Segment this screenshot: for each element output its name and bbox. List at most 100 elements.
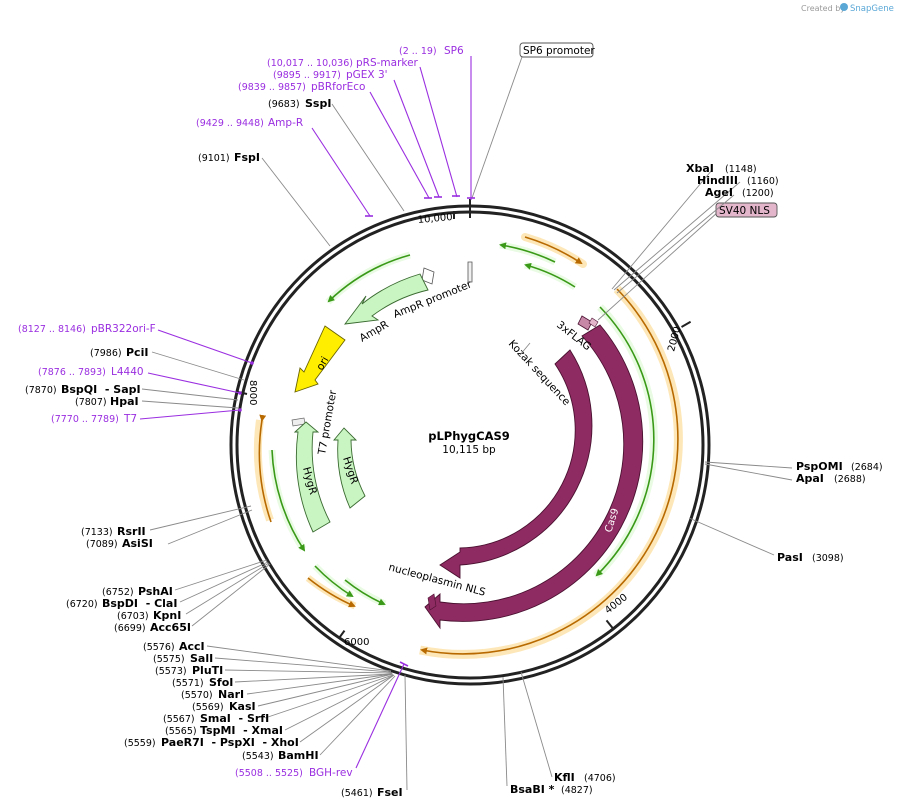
enzyme-fspi: FspI: [234, 151, 260, 164]
cas9-outer-arrow: [424, 324, 644, 630]
enzyme-hindiii: HindIII: [697, 174, 738, 187]
enzyme-pasi: PasI: [777, 551, 803, 564]
enzyme-acci-pos: (5576): [143, 642, 175, 653]
primer-labels: (2 .. 19) SP6 (10,017 .. 10,036) pRS-mar…: [18, 45, 475, 779]
enzyme-sfoi-pos: (5571): [172, 678, 204, 689]
enzyme-hindiii-pos: (1160): [747, 176, 779, 187]
enzyme-xbai-pos: (1148): [725, 164, 757, 175]
enzyme-smai: SmaI - SrfI: [200, 712, 269, 725]
plasmid-title: pLPhygCAS9 10,115 bp: [428, 429, 510, 456]
ampr-arrow: [344, 273, 429, 325]
primer-prs-marker-pos: (10,017 .. 10,036): [267, 58, 353, 69]
internal-features: [291, 261, 644, 630]
enzyme-pasi-pos: (3098): [812, 553, 844, 564]
snapgene-logo-icon: [840, 3, 848, 11]
enzyme-hpai: HpaI: [110, 395, 139, 408]
enzyme-acci: AccI: [179, 640, 205, 653]
backbone: [229, 199, 711, 686]
tick-label-10000: 10,000: [417, 212, 453, 226]
snapgene-text: SnapGene: [850, 4, 894, 14]
primer-t7-name: T7: [123, 413, 137, 425]
tick-2000: [681, 320, 692, 328]
enzyme-bsabi-pos: (4827): [561, 785, 593, 796]
primer-sp6-pos: (2 .. 19): [399, 46, 437, 57]
ampr-promoter-box: [421, 267, 435, 285]
ori-arrow: [294, 325, 346, 393]
primer-pbrforeco-name: pBRforEco: [311, 81, 365, 93]
enzyme-bamhi: BamHI: [278, 749, 319, 762]
feature-arcs: [253, 233, 683, 659]
enzyme-kpni-pos: (6703): [117, 611, 149, 622]
created-by-text: Created by: [801, 4, 845, 13]
tick-6000: [339, 630, 346, 638]
boxed-feature-labels: SP6 promoter SV40 NLS: [471, 42, 778, 321]
primer-t7-pos: (7770 .. 7789): [51, 414, 119, 425]
sv40-nls-box-label: SV40 NLS: [719, 205, 770, 217]
enzyme-apai: ApaI: [796, 472, 824, 485]
enzyme-apai-pos: (2688): [834, 474, 866, 485]
enzyme-asisi: AsiSI: [122, 537, 153, 550]
sp6-promoter-box-label: SP6 promoter: [523, 45, 595, 57]
enzyme-bspdi: BspDI - ClaI: [102, 597, 177, 610]
tick-4000: [605, 619, 614, 629]
enzyme-sali: SalI: [190, 652, 213, 665]
enzyme-asisi-pos: (7089): [86, 539, 118, 550]
enzyme-bamhi-pos: (5543): [242, 751, 274, 762]
snapgene-brand: Created by SnapGene: [801, 3, 894, 14]
plasmid-name: pLPhygCAS9: [428, 429, 510, 443]
enzyme-sali-pos: (5575): [153, 654, 185, 665]
enzyme-pspomi: PspOMI: [796, 460, 843, 473]
enzyme-bspqi-pos: (7870): [25, 385, 57, 396]
primer-pbrforeco-pos: (9839 .. 9857): [238, 82, 306, 93]
enzyme-tspmi: TspMI - XmaI: [200, 724, 283, 737]
enzyme-agei: AgeI: [705, 186, 733, 199]
enzyme-kpni: KpnI: [153, 609, 181, 622]
ori-label: ori: [314, 355, 331, 373]
enzyme-pshai: PshAI: [138, 585, 173, 598]
enzyme-pcii-pos: (7986): [90, 348, 122, 359]
enzyme-sfoi: SfoI: [209, 676, 233, 689]
enzyme-bspqi: BspQI - SapI: [61, 383, 141, 396]
enzyme-leaders: [141, 103, 793, 791]
primer-prs-marker-name: pRS-marker: [356, 57, 419, 69]
enzyme-pspomi-pos: (2684): [851, 462, 883, 473]
enzyme-sspi-pos: (9683): [268, 99, 300, 110]
enzyme-xbai: XbaI: [686, 162, 714, 175]
primer-l4440-pos: (7876 .. 7893): [38, 367, 106, 378]
enzyme-sspi: SspI: [305, 97, 331, 110]
primer-bghrev-pos: (5508 .. 5525): [235, 768, 303, 779]
enzyme-kfli-pos: (4706): [584, 773, 616, 784]
primer-sp6-name: SP6: [444, 45, 464, 57]
enzyme-smai-pos: (5567): [163, 714, 195, 725]
ampr-label: AmpR: [358, 319, 391, 345]
tick-label-8000: 8000: [247, 380, 258, 405]
enzyme-fsei: FseI: [377, 786, 403, 799]
primer-ampr-pos: (9429 .. 9448): [196, 118, 264, 129]
sp6-promoter-marker: [467, 261, 473, 283]
primer-pbr322ori-name: pBR322ori-F: [91, 323, 156, 335]
enzyme-kasi-pos: (5569): [192, 702, 224, 713]
enzyme-pcii: PciI: [126, 346, 148, 359]
enzyme-fspi-pos: (9101): [198, 153, 230, 164]
plasmid-size: 10,115 bp: [442, 444, 496, 456]
enzyme-bsabi: BsaBI *: [510, 783, 555, 796]
enzyme-kfli: KflI: [554, 771, 575, 784]
enzyme-agei-pos: (1200): [742, 188, 774, 199]
enzyme-hpai-pos: (7807): [75, 397, 107, 408]
primer-pgex-name: pGEX 3': [346, 69, 388, 81]
primer-pbr322ori-pos: (8127 .. 8146): [18, 324, 86, 335]
cas9-inner-arrow: [439, 349, 593, 579]
primer-l4440-name: L4440: [111, 366, 144, 378]
enzyme-nari: NarI: [218, 688, 244, 701]
enzyme-pluti: PluTI: [192, 664, 223, 677]
nucleoplasmin-nls-box: [427, 593, 437, 611]
enzyme-labels: XbaI (1148) HindIII (1160) AgeI (1200) P…: [25, 97, 883, 799]
enzyme-acc65i-pos: (6699): [114, 623, 146, 634]
enzyme-rsrii: RsrII: [117, 525, 146, 538]
primer-pgex-pos: (9895 .. 9917): [273, 70, 341, 81]
3xflag-box: [577, 315, 593, 331]
enzyme-bspdi-pos: (6720): [66, 599, 98, 610]
enzyme-tspmi-pos: (5565): [165, 726, 197, 737]
enzyme-kasi: KasI: [229, 700, 256, 713]
